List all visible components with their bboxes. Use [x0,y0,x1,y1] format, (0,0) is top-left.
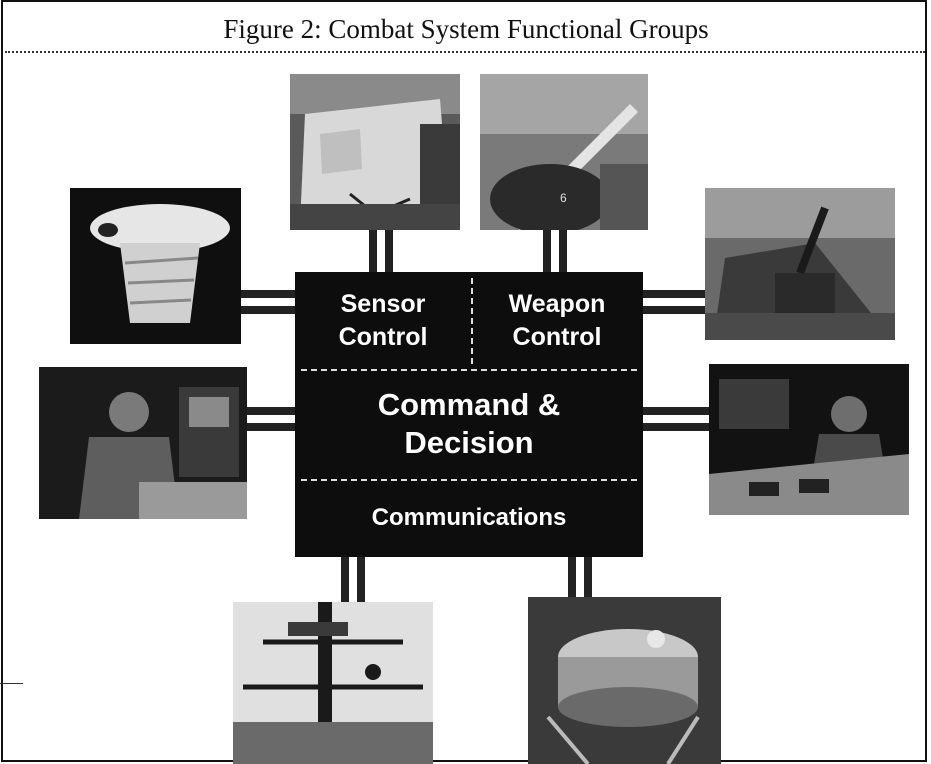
connector [643,306,705,314]
connector [643,423,709,431]
title-divider [5,51,925,53]
communications-equipment-photo [528,597,721,764]
gun-mount-photo [705,188,895,340]
cell-divider [301,369,637,371]
cell-divider [301,479,637,481]
connector [241,306,295,314]
connector [247,407,295,415]
sensor-control-label: Sensor Control [338,289,428,351]
weapon-control-label: Weapon Control [508,289,606,351]
connector [385,230,393,272]
connector [357,557,365,602]
radar-antenna-photo [70,188,241,344]
combat-system-hub: Sensor Control Weapon Control Command & … [295,272,643,557]
operator-console-photo [39,367,247,519]
weapon-missile-launch-photo: 6 [480,74,648,230]
connector [643,407,709,415]
connector [584,557,592,597]
command-decision-label: Command & Decision [377,387,561,460]
connector [369,230,377,272]
connector [543,230,551,272]
ship-mast-photo [233,602,433,764]
figure-title: Figure 2: Combat System Functional Group… [223,14,709,44]
sensor-radar-array-photo [290,74,460,230]
svg-text:6: 6 [560,191,567,205]
connector [568,557,576,597]
communications-label: Communications [371,504,567,531]
connector [341,557,349,602]
connector [247,423,295,431]
control-room-photo [709,364,909,515]
connector [241,290,295,298]
margin-tick [0,683,23,684]
cell-divider [471,278,473,364]
connector [643,290,705,298]
connector [559,230,567,272]
